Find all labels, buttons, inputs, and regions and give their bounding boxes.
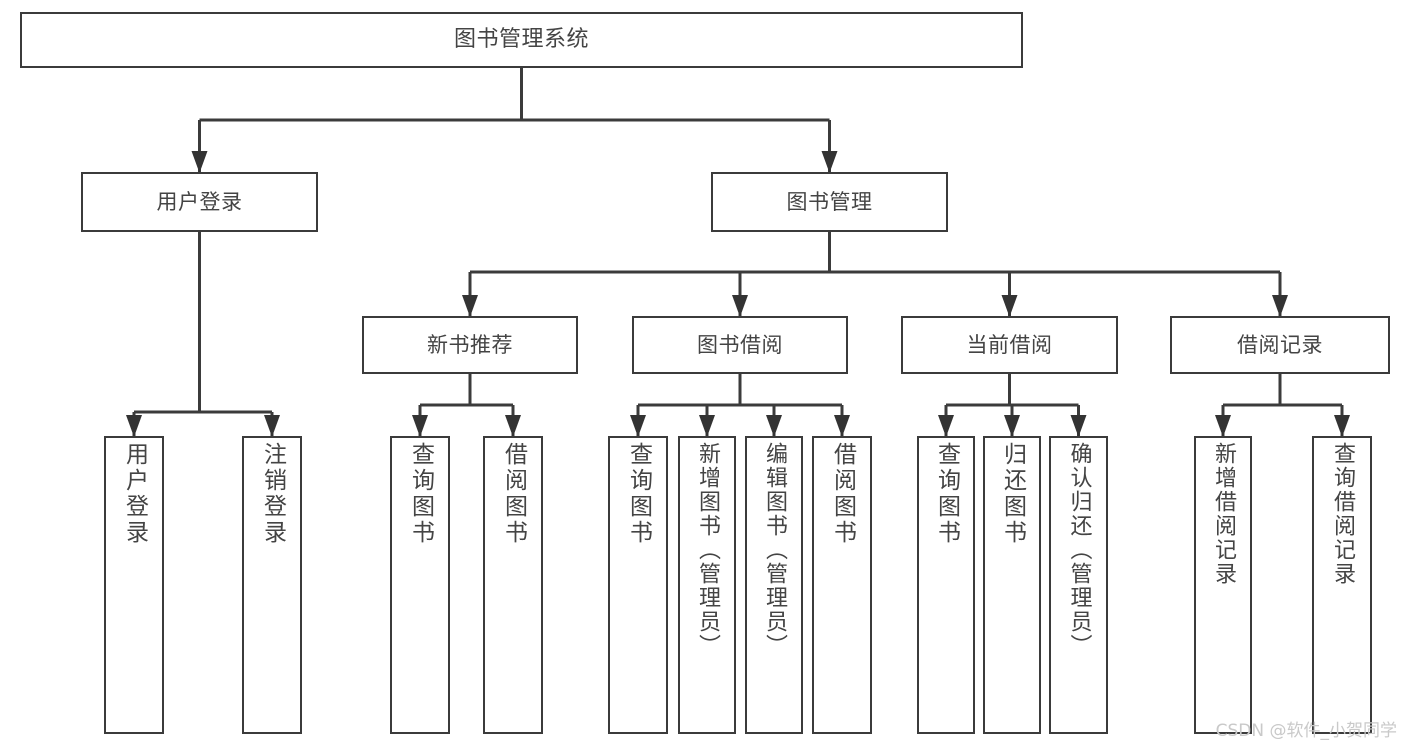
node-label: 查询图书: [625, 442, 652, 546]
node-label: 图书管理: [786, 189, 873, 214]
node-label: 查询借阅记录: [1330, 442, 1355, 586]
node-leaf-confirm-return[interactable]: 确认归还（管理员）: [1049, 436, 1108, 734]
node-leaf-add-borrow-record[interactable]: 新增借阅记录: [1194, 436, 1252, 734]
node-leaf-borrow-book-2[interactable]: 借阅图书: [812, 436, 872, 734]
node-label: 查询图书: [933, 442, 960, 546]
node-new-book-recommendation[interactable]: 新书推荐: [362, 316, 578, 374]
node-leaf-query-book-3[interactable]: 查询图书: [917, 436, 975, 734]
node-label: 查询图书: [407, 442, 434, 546]
node-leaf-borrow-book-1[interactable]: 借阅图书: [483, 436, 543, 734]
node-leaf-return-book[interactable]: 归还图书: [983, 436, 1041, 734]
node-label: 新书推荐: [427, 332, 513, 357]
node-leaf-edit-book[interactable]: 编辑图书（管理员）: [745, 436, 803, 734]
watermark: CSDN @软件_小贺同学: [1215, 721, 1397, 741]
node-label: 借阅记录: [1237, 332, 1323, 357]
node-label: 图书管理系统: [453, 27, 589, 53]
node-label: 图书借阅: [697, 332, 783, 357]
node-current-borrowing[interactable]: 当前借阅: [901, 316, 1118, 374]
node-label: 借阅图书: [500, 442, 527, 546]
node-leaf-logout[interactable]: 注销登录: [242, 436, 302, 734]
node-book-management[interactable]: 图书管理: [711, 172, 948, 232]
node-label: 用户登录: [156, 189, 243, 214]
node-label: 借阅图书: [829, 442, 856, 546]
node-leaf-query-book-2[interactable]: 查询图书: [608, 436, 668, 734]
node-leaf-query-book-1[interactable]: 查询图书: [390, 436, 450, 734]
node-label: 用户登录: [121, 442, 148, 546]
node-label: 注销登录: [259, 442, 286, 546]
node-leaf-query-borrow-record[interactable]: 查询借阅记录: [1312, 436, 1372, 734]
node-borrowing-record[interactable]: 借阅记录: [1170, 316, 1390, 374]
node-label: 确认归还（管理员）: [1066, 442, 1092, 658]
node-label: 归还图书: [999, 442, 1026, 546]
node-label: 新增图书（管理员）: [695, 442, 720, 658]
node-book-borrowing[interactable]: 图书借阅: [632, 316, 848, 374]
node-user-login[interactable]: 用户登录: [81, 172, 318, 232]
node-label: 新增借阅记录: [1211, 442, 1236, 586]
node-leaf-user-login[interactable]: 用户登录: [104, 436, 164, 734]
node-label: 编辑图书（管理员）: [762, 442, 787, 658]
node-book-management-system[interactable]: 图书管理系统: [20, 12, 1023, 68]
node-leaf-add-book[interactable]: 新增图书（管理员）: [678, 436, 736, 734]
node-label: 当前借阅: [966, 332, 1053, 357]
